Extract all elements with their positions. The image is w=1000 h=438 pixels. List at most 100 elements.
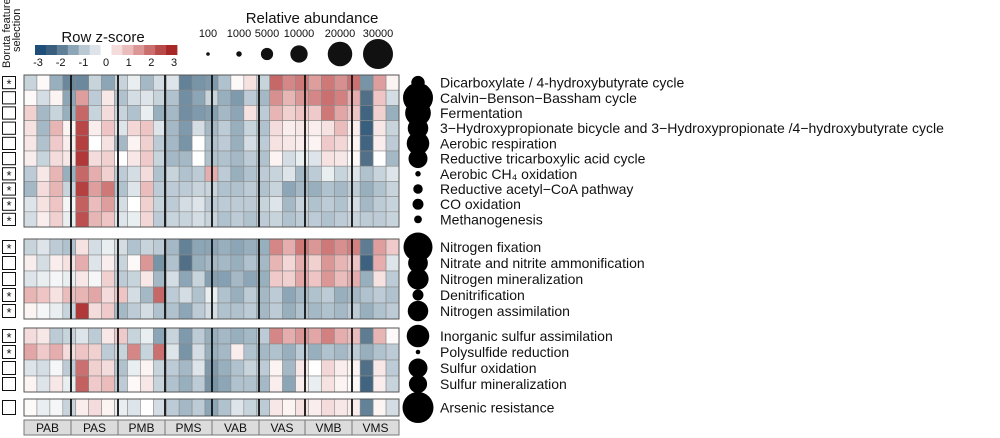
heatmap-cell	[49, 211, 64, 228]
heatmap-cell	[101, 120, 115, 137]
heatmap-cell	[308, 359, 322, 377]
heatmap-cell	[165, 74, 180, 91]
heatmap-cell	[282, 150, 296, 167]
heatmap-cell	[308, 211, 322, 228]
heatmap-cell	[295, 343, 309, 361]
zscore-key-swatch	[89, 45, 101, 55]
heatmap-cell	[359, 302, 374, 320]
heatmap-cell	[101, 74, 115, 91]
heatmap-cell	[140, 375, 154, 393]
heatmap-cell	[191, 120, 206, 137]
heatmap-cell	[308, 105, 322, 121]
heatmap-cell	[217, 211, 232, 228]
group-label: VAB	[224, 421, 247, 435]
heatmap-cell	[23, 286, 38, 304]
heatmap-cell	[140, 211, 154, 228]
heatmap-cell	[36, 343, 51, 361]
heatmap-cell	[23, 135, 38, 152]
heatmap-cell	[295, 165, 309, 182]
heatmap-cell	[269, 375, 283, 393]
row-label: Dicarboxylate / 4-hydroxybutyrate cycle	[440, 75, 685, 91]
heatmap-cell	[269, 270, 283, 288]
row-label: Reductive tricarboxylic acid cycle	[440, 151, 646, 167]
heatmap-cell	[49, 238, 64, 256]
heatmap-cell	[295, 238, 309, 256]
heatmap-cell	[372, 359, 387, 377]
heatmap-cell	[23, 302, 38, 320]
selection-box	[2, 256, 16, 270]
heatmap-cell	[372, 165, 387, 182]
heatmap-cell	[243, 302, 258, 320]
heatmap-cell	[385, 74, 400, 91]
group-label: VMS	[362, 421, 388, 435]
heatmap-cell	[36, 74, 51, 91]
heatmap-cell	[114, 327, 128, 345]
heatmap-cell	[230, 181, 245, 197]
heatmap-cell	[191, 398, 206, 417]
heatmap-cell	[49, 359, 64, 377]
heatmap-cell	[359, 375, 374, 393]
selection-box	[2, 304, 16, 318]
heatmap-cell	[243, 196, 258, 213]
heatmap-cell	[62, 89, 77, 106]
heatmap-cell	[88, 120, 102, 137]
heatmap-cell	[165, 375, 180, 393]
heatmap-cell	[49, 105, 64, 121]
heatmap-cell	[269, 181, 283, 197]
heatmap-cell	[217, 398, 232, 417]
abundance-key-bubble	[260, 47, 274, 61]
heatmap-cell	[178, 211, 193, 228]
row-labels: Dicarboxylate / 4-hydroxybutyrate cycleC…	[440, 75, 944, 416]
heatmap-cell	[140, 270, 154, 288]
heatmap-cell	[114, 181, 128, 197]
heatmap-cell	[75, 302, 89, 320]
heatmap-cell	[385, 89, 400, 106]
heatmap-cell	[88, 74, 102, 91]
heatmap-cell	[23, 359, 38, 377]
zscore-key-tick: 1	[126, 57, 132, 69]
heatmap-cell	[23, 181, 38, 197]
heatmap-cell	[75, 398, 89, 417]
heatmap-cell	[359, 74, 374, 91]
heatmap-cell	[178, 343, 193, 361]
heatmap-cell	[127, 196, 141, 213]
heatmap-cell	[359, 270, 374, 288]
heatmap-cell	[359, 327, 374, 345]
heatmap-cell	[372, 302, 387, 320]
heatmap-cell	[75, 165, 89, 182]
heatmap-cell	[114, 238, 128, 256]
heatmap-cell	[230, 74, 245, 91]
heatmap-cell	[36, 302, 51, 320]
heatmap-cell	[62, 270, 77, 288]
heatmap-cell	[101, 181, 115, 197]
heatmap-cell	[49, 181, 64, 197]
heatmap-cell	[178, 165, 193, 182]
heatmap-cell	[385, 286, 400, 304]
heatmap-cell	[346, 211, 361, 228]
heatmap-cell	[346, 150, 361, 167]
heatmap-cell	[385, 302, 400, 320]
heatmap-cell	[359, 211, 374, 228]
heatmap-cell	[165, 135, 180, 152]
heatmap-cell	[23, 327, 38, 345]
group-label: PMB	[128, 421, 154, 435]
heatmap-cell	[191, 327, 206, 345]
heatmap-cell	[178, 398, 193, 417]
heatmap-cell	[321, 150, 335, 167]
heatmap-cell	[385, 398, 400, 417]
heatmap-cell	[165, 343, 180, 361]
heatmap-cell	[217, 165, 232, 182]
heatmap-cell	[88, 211, 102, 228]
heatmap-cell	[359, 286, 374, 304]
heatmap-cell	[140, 359, 154, 377]
abundance-bubble	[412, 289, 424, 301]
heatmap-cell	[140, 286, 154, 304]
heatmap-cell	[346, 398, 361, 417]
heatmap-cell	[101, 286, 115, 304]
heatmap-cell	[114, 270, 128, 288]
heatmap-cell	[269, 74, 283, 91]
heatmap-cell	[269, 211, 283, 228]
heatmap-cell	[321, 359, 335, 377]
row-label: Aerobic CH₄ oxidation	[440, 166, 577, 182]
heatmap-cell	[62, 165, 77, 182]
